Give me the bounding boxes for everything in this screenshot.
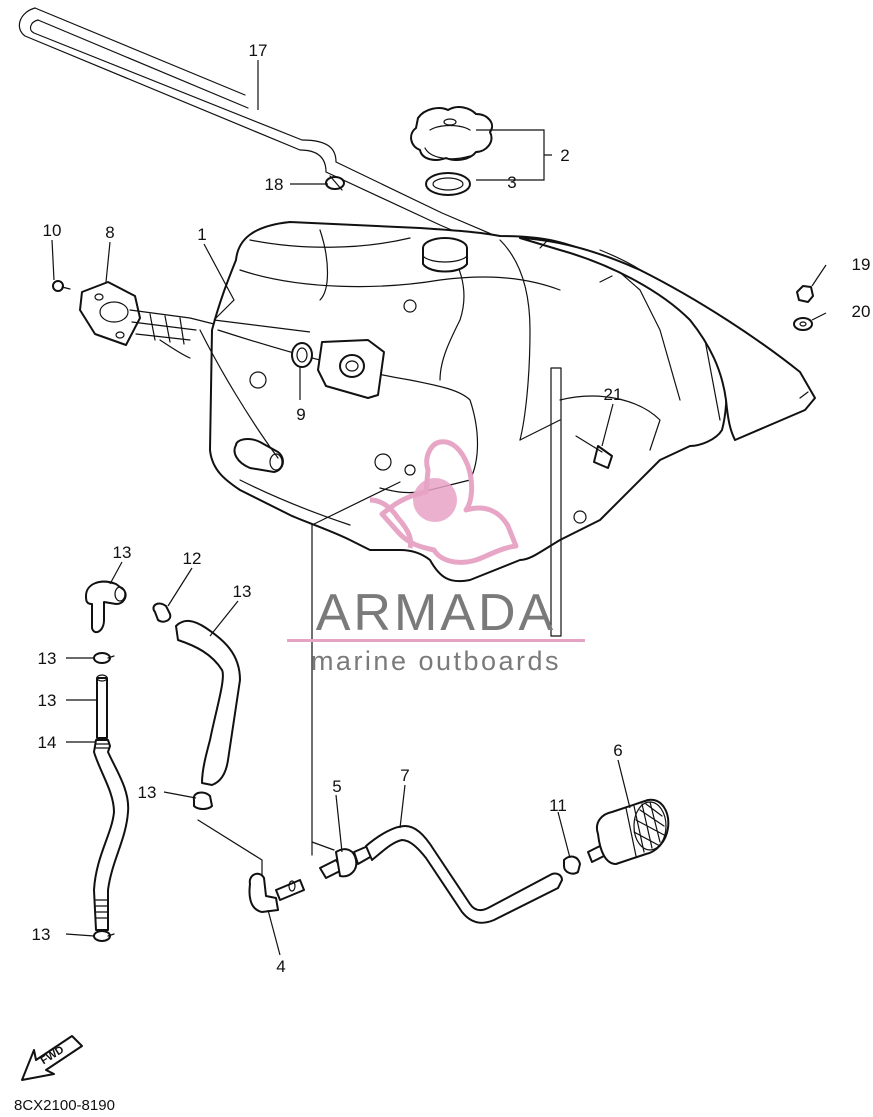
callout-9[interactable]: 9 [296,405,305,424]
callout-1[interactable]: 1 [197,225,206,244]
callout-17[interactable]: 17 [249,41,268,60]
callout-13-left[interactable]: 13 [38,649,57,668]
callout-3[interactable]: 3 [507,173,516,192]
drawing-code: 8CX2100-8190 [14,1097,115,1112]
watermark-tagline: marine outboards [311,646,561,676]
fuel-sender-unit[interactable] [79,281,279,459]
leader-lines [51,60,827,956]
watermark-brand: ARMADA [316,584,556,642]
callout-14[interactable]: 13 [113,543,132,562]
callout-15[interactable]: 13 [38,691,57,710]
callout-13-mid[interactable]: 13 [138,783,157,802]
callout-12[interactable]: 13 [233,582,252,601]
callout-4[interactable]: 4 [276,957,285,976]
pipe-15[interactable] [96,674,108,739]
callout-7[interactable]: 7 [400,766,409,785]
callout-16[interactable]: 14 [38,733,57,752]
callout-21[interactable]: 21 [604,385,623,404]
screw-10[interactable] [52,280,71,292]
callout-5[interactable]: 5 [332,777,341,796]
hose-clip-13-mid[interactable] [192,791,213,810]
vent-tube-lower [550,367,562,637]
cap-gasket[interactable] [425,172,471,196]
elbow-joint-4[interactable] [248,872,305,913]
hose-clip-11[interactable] [563,855,581,875]
washer-20[interactable] [793,317,813,331]
callout-8[interactable]: 8 [105,223,114,242]
nut-19[interactable] [796,285,814,303]
fuel-joint-5[interactable] [319,845,373,879]
connection-lines [197,481,401,877]
callout-20[interactable]: 20 [852,302,871,321]
fuel-hose-7[interactable] [365,825,563,924]
callout-6[interactable]: 6 [613,741,622,760]
callout-11[interactable]: 11 [549,796,567,815]
armada-watermark: ARMADA marine outboards [287,439,585,676]
hose-joint-14[interactable] [85,580,127,634]
hose-clip-13-bottom[interactable] [93,930,115,942]
hose-clip-13-left[interactable] [93,652,115,664]
fuel-hose-12[interactable] [175,620,241,786]
hose-16[interactable] [93,739,130,931]
tank-cap[interactable] [410,106,494,161]
watermark-divider [287,639,585,642]
callout-10[interactable]: 10 [43,221,62,240]
bolt-21[interactable] [575,435,613,469]
callout-2[interactable]: 2 [560,146,569,165]
fuel-filter-6[interactable] [587,798,670,865]
hose-clip-13-upper[interactable] [152,602,172,623]
callout-18[interactable]: 18 [265,175,284,194]
callout-13-bottom[interactable]: 13 [32,925,51,944]
fuel-tank[interactable] [209,221,816,583]
callout-19[interactable]: 19 [852,255,871,274]
forward-arrow: FWD [21,1035,83,1081]
callout-13-upper[interactable]: 12 [183,549,202,568]
hose-clip-18[interactable] [325,175,345,191]
